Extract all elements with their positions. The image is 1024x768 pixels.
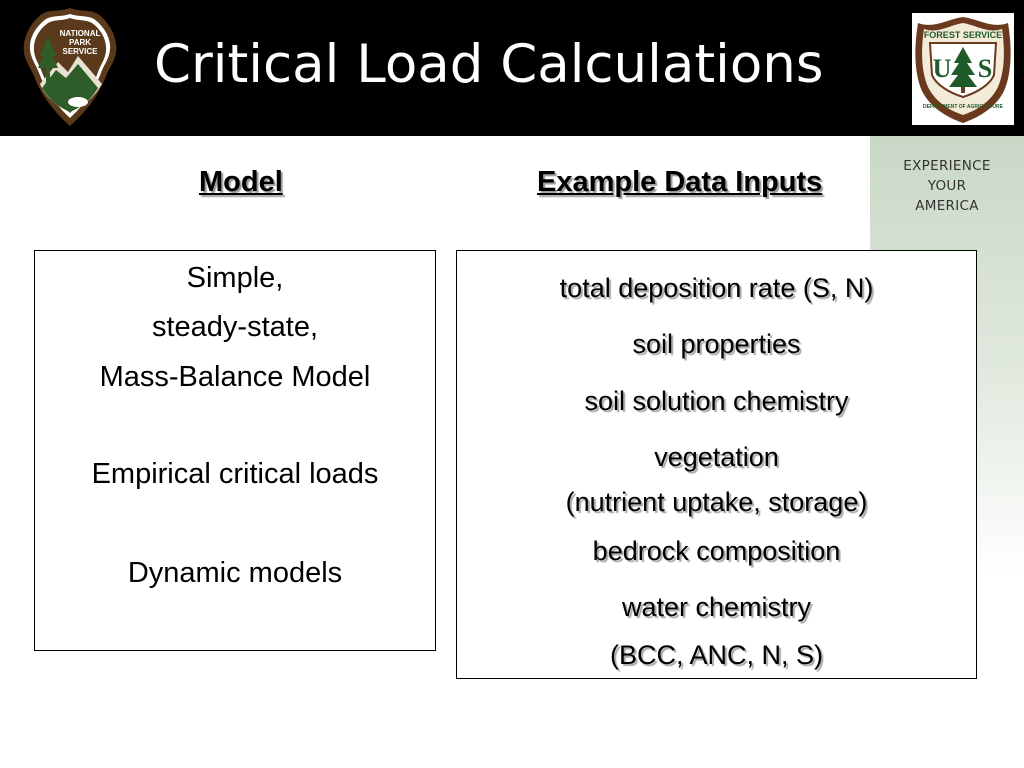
data-inputs-heading: Example Data Inputs: [537, 166, 823, 198]
input-line-nutrient-uptake: (nutrient uptake, storage): [565, 487, 868, 517]
nps-logo-line-1: NATIONAL: [60, 29, 101, 38]
experience-your-america-tagline: EXPERIENCE YOUR AMERICA: [870, 156, 1024, 216]
fs-logo-top-text: FOREST SERVICE: [924, 30, 1002, 40]
model-line-dynamic: Dynamic models: [127, 557, 343, 589]
data-inputs-box: total deposition rate (S, N) soil proper…: [456, 250, 977, 679]
fs-logo-bottom-text: DEPARTMENT OF AGRICULTURE: [923, 104, 1004, 110]
national-park-service-arrowhead-icon: NATIONAL PARK SERVICE: [23, 8, 117, 126]
model-line-simple: Simple,: [186, 262, 284, 294]
nps-logo-line-2: PARK: [69, 38, 91, 47]
input-line-deposition: total deposition rate (S, N): [559, 273, 874, 303]
forest-service-shield-icon: FOREST SERVICE U S DEPARTMENT OF AGRICUL…: [915, 17, 1011, 123]
input-line-bcc-anc: (BCC, ANC, N, S): [609, 640, 824, 670]
fs-logo-letter-s: S: [978, 54, 992, 83]
tagline-line-3: AMERICA: [915, 198, 979, 214]
header-bar: [0, 0, 1024, 136]
input-line-soil-properties: soil properties: [632, 329, 801, 359]
nps-logo-line-3: SERVICE: [63, 47, 99, 56]
fs-logo-letter-u: U: [933, 54, 952, 83]
input-line-water-chemistry: water chemistry: [621, 592, 812, 622]
model-heading: Model: [199, 166, 283, 198]
model-box: Simple, steady-state, Mass-Balance Model…: [34, 250, 436, 651]
input-line-soil-solution: soil solution chemistry: [584, 386, 849, 416]
tagline-line-1: EXPERIENCE: [903, 158, 991, 174]
forest-service-logo: FOREST SERVICE U S DEPARTMENT OF AGRICUL…: [912, 13, 1014, 125]
model-line-steady-state: steady-state,: [151, 311, 319, 343]
slide-title: Critical Load Calculations: [154, 34, 824, 95]
model-line-empirical: Empirical critical loads: [91, 458, 379, 490]
input-line-bedrock: bedrock composition: [592, 536, 841, 566]
input-line-vegetation: vegetation: [654, 442, 779, 472]
model-line-mass-balance: Mass-Balance Model: [99, 361, 371, 393]
tagline-line-2: YOUR: [927, 178, 967, 194]
